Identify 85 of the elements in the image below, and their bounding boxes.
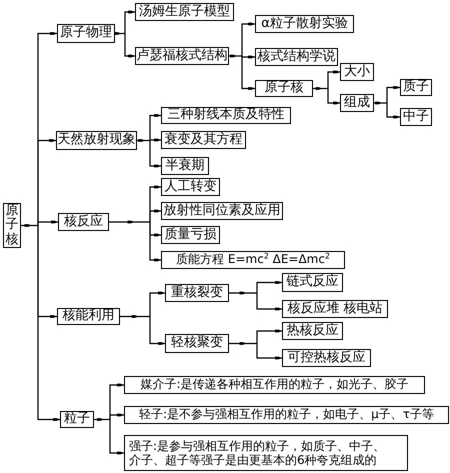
concept-box	[58, 213, 109, 231]
concept-box	[165, 284, 229, 302]
arrow	[149, 114, 161, 140]
concept-label: 轻子:是不参与强相互作用的粒子，如电子、μ子、τ子等	[139, 408, 434, 422]
concept-label: 人工转变	[164, 180, 216, 194]
concept-label: 汤姆生原子模型	[139, 4, 230, 20]
arrow	[241, 22, 255, 56]
concept-label: 强子:是参与强相互作用的粒子，如质子、中子、介子、超子等强子是由更基本的6种夸克组成的	[129, 438, 386, 468]
connector-line	[229, 54, 242, 58]
concept-label: 粒子	[64, 412, 90, 427]
concept-label: 原子物理	[60, 26, 112, 41]
concept-box	[161, 178, 220, 196]
concept-box	[255, 15, 354, 33]
concept-label: 质量亏损	[164, 228, 216, 242]
arrow	[256, 293, 282, 310]
concept-label: 可控热核反应	[288, 350, 366, 366]
connector-line	[137, 139, 150, 142]
connector-line	[313, 87, 328, 90]
arrow	[124, 34, 135, 58]
concept-label: 大小	[344, 64, 370, 80]
concept-label: 核反应	[64, 214, 103, 230]
concept-box	[400, 108, 432, 126]
concept-box	[161, 226, 220, 244]
concept-box	[282, 349, 371, 367]
concept-box	[161, 107, 291, 124]
connector-line	[120, 315, 150, 318]
arrow	[256, 330, 282, 344]
concept-label: 链式反应	[286, 275, 338, 290]
concept-box	[57, 308, 120, 325]
concept-label: 媒介子:是传递各种相互作用的粒子，如光子、胶子	[140, 378, 409, 392]
concept-box	[124, 435, 408, 471]
arrow	[386, 103, 400, 118]
concept-box	[124, 406, 449, 424]
concept-box	[57, 24, 115, 43]
arrow	[327, 88, 340, 104]
connector-line	[229, 292, 257, 294]
concept-label: 放射性同位素及应用	[164, 204, 280, 218]
concept-label: α粒子散射实验	[261, 16, 348, 32]
concept-box	[400, 79, 432, 96]
arrow	[124, 10, 135, 34]
concept-label: 质能方程 E=mc$^{2}$ ΔE=Δmc$^{2}$	[176, 253, 330, 267]
connector-line	[229, 342, 257, 345]
concept-box	[60, 411, 94, 428]
concept-label: 重核裂变	[171, 286, 223, 300]
concept-label: 热核反应	[286, 324, 338, 338]
concept-box	[135, 3, 234, 21]
arrow	[241, 56, 255, 90]
concept-box	[161, 157, 209, 175]
concept-label: 原子核	[264, 81, 304, 96]
concept-label: 半衰期	[166, 158, 204, 174]
concept-label: 核式结构学说	[258, 50, 336, 64]
connector-line	[115, 32, 125, 35]
arrow	[149, 292, 165, 316]
arrow	[256, 281, 282, 293]
connector-line	[21, 224, 38, 227]
concept-label: 中子	[403, 110, 429, 124]
concept-box	[282, 273, 343, 292]
concept-label: 组成	[344, 96, 370, 110]
concept-box	[340, 63, 374, 81]
concept-label: 质子	[403, 80, 429, 95]
topic-label: 原子核	[6, 204, 18, 247]
concept-label: 衰变及其方程	[164, 132, 242, 148]
arrow	[256, 344, 282, 360]
concept-box	[282, 322, 343, 340]
connector-line	[94, 418, 110, 421]
concept-box	[161, 251, 345, 269]
concept-box	[165, 334, 229, 353]
arrow	[327, 70, 340, 88]
concept-label: 核能利用	[62, 309, 114, 324]
concept-label: 三种射线本质及特性	[168, 108, 284, 123]
concept-label: 卢瑟福核式结构	[136, 48, 228, 64]
connector-line	[109, 220, 150, 224]
concept-label: 天然放射现象	[58, 133, 136, 148]
concept-box	[282, 300, 388, 318]
concept-box	[340, 94, 374, 112]
connector-line	[374, 102, 387, 104]
arrow	[149, 210, 161, 222]
concept-label: 核反应堆 核电站	[287, 302, 383, 316]
concept-box	[255, 80, 313, 97]
arrow	[386, 86, 400, 103]
concept-box	[161, 131, 246, 149]
arrow	[149, 316, 165, 345]
arrow	[109, 420, 124, 454]
concept-label: 轻核聚变	[171, 336, 223, 351]
concept-box	[124, 376, 425, 394]
